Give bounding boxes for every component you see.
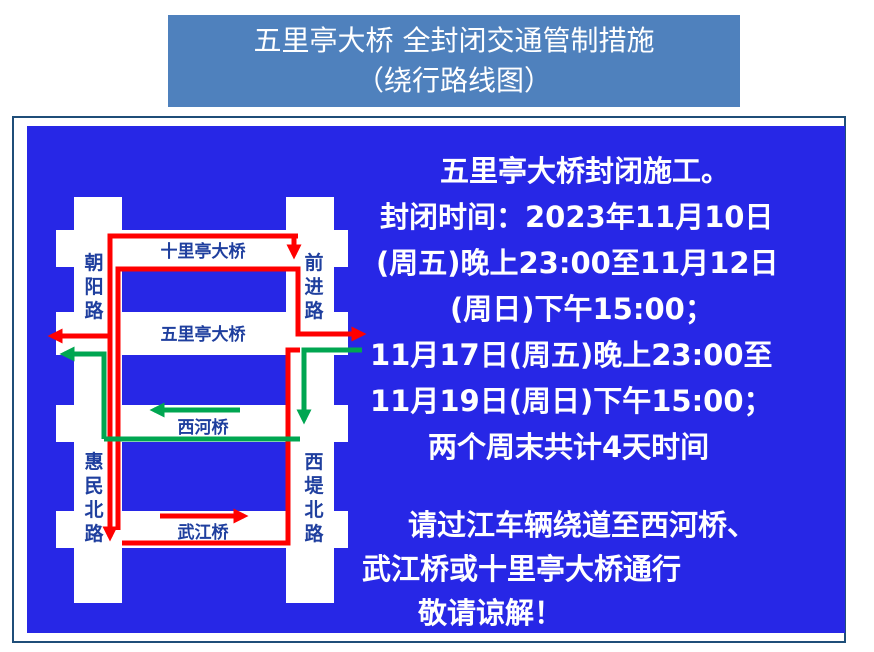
- notice-line-4: (周日)下午15:00；: [450, 292, 714, 326]
- bridge-label-wujiang: 武江桥: [178, 522, 230, 543]
- road-label-huimin-1: 惠: [84, 451, 103, 473]
- notice-line-6: 11月19日(周日)下午15:00；: [370, 384, 773, 418]
- red-route-wujiang-bottom: [122, 347, 300, 546]
- road-label-chaoyang-1: 朝: [84, 252, 103, 274]
- bridge-label-shiliting: 十里亭大桥: [161, 241, 247, 262]
- road-label-qianjin-3: 路: [304, 299, 324, 322]
- blue-panel: [27, 126, 845, 633]
- red-route-inner-loop: [115, 266, 367, 530]
- road-label-chaoyang-3: 路: [84, 299, 104, 322]
- road-label-huimin-3: 北: [84, 499, 103, 521]
- title-line-1: 五里亭大桥 全封闭交通管制措施: [253, 24, 655, 57]
- road-label-xiti-3: 北: [304, 499, 323, 521]
- notice-line-10: 敬请谅解！: [418, 596, 564, 630]
- notice-line-7: 两个周末共计4天时间: [428, 430, 710, 464]
- road-label-xiti-2: 堤: [304, 475, 324, 497]
- green-route-chaoyang-up: [59, 346, 107, 439]
- green-route-qianjin-down: [296, 347, 362, 425]
- road-label-qianjin-2: 进: [304, 276, 323, 298]
- notice-line-9: 武江桥或十里亭大桥通行: [362, 552, 682, 586]
- bridge-label-wuliting: 五里亭大桥: [161, 324, 247, 345]
- notice-line-8: 请过江车辆绕道至西河桥、: [408, 508, 757, 542]
- notice-line-5: 11月17日(周五)晚上23:00至: [370, 338, 773, 372]
- road-label-xiti-1: 西: [304, 451, 323, 473]
- road-label-qianjin-1: 前: [304, 251, 323, 274]
- red-route-shiliting-loop: [47, 233, 298, 344]
- notice-line-2: 封闭时间：2023年11月10日: [380, 200, 774, 234]
- road-label-xiti-4: 路: [304, 522, 324, 545]
- title-banner: 五里亭大桥 全封闭交通管制措施 （绕行路线图）: [168, 15, 740, 107]
- notice-line-3: (周五)晚上23:00至11月12日: [376, 246, 779, 280]
- road-label-chaoyang-2: 阳: [84, 276, 103, 298]
- title-line-2: （绕行路线图）: [355, 64, 552, 97]
- road-label-huimin-2: 民: [84, 475, 103, 497]
- closure-notice: 五里亭大桥封闭施工。 封闭时间：2023年11月10日 (周五)晚上23:00至…: [340, 140, 860, 630]
- road-label-huimin-4: 路: [84, 522, 104, 545]
- notice-line-1: 五里亭大桥封闭施工。: [440, 154, 731, 188]
- bridge-label-xihe: 西河桥: [178, 418, 230, 438]
